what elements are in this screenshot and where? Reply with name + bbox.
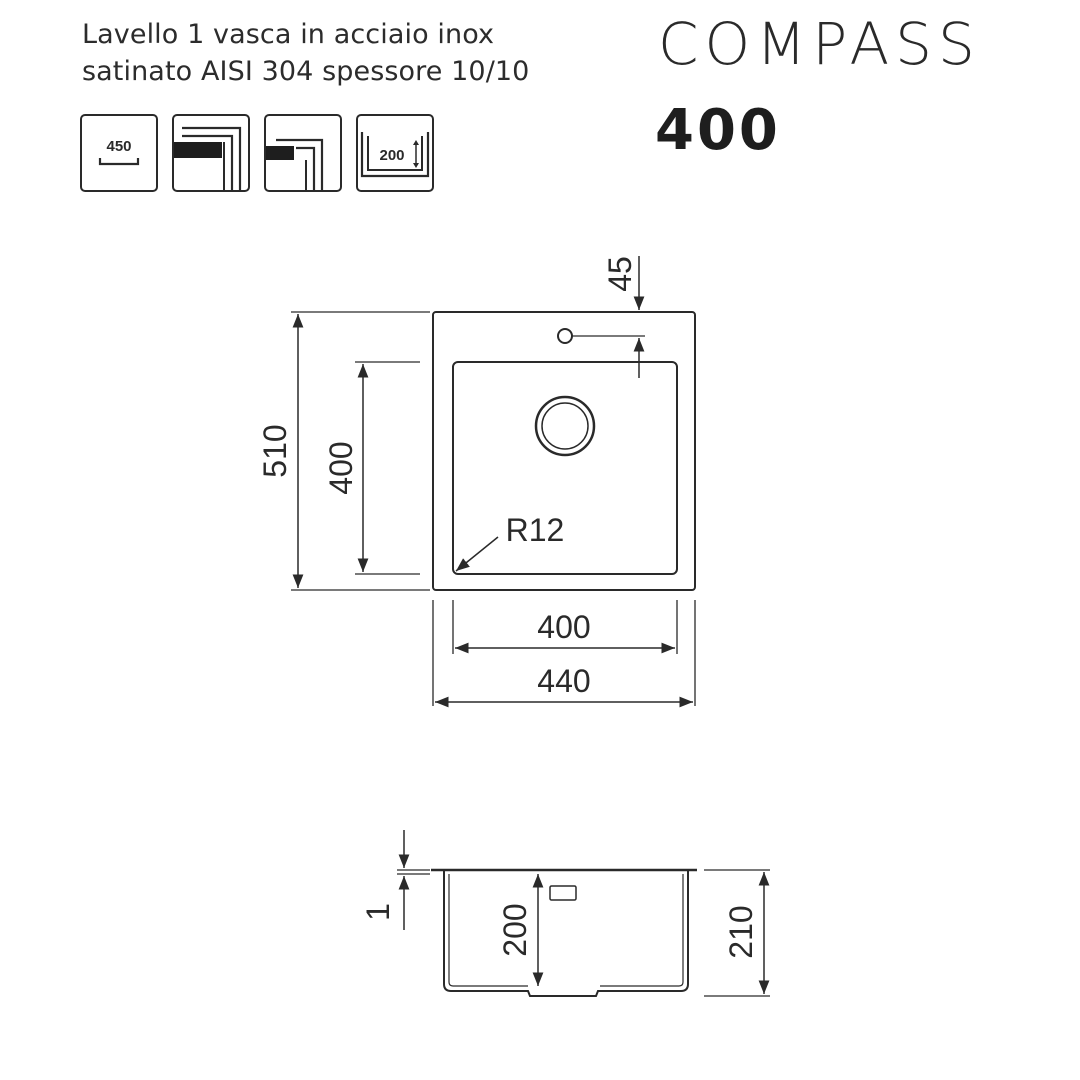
dim-label-400-horizontal: 400 xyxy=(537,609,590,645)
description-line-2: satinato AISI 304 spessore 10/10 xyxy=(82,56,530,87)
dim-label-210: 210 xyxy=(723,905,759,958)
top-view xyxy=(291,256,696,708)
bowl-section-inner xyxy=(448,874,528,987)
brand-name: COMPASS xyxy=(658,10,981,78)
bowl-depth-200-label: 200 xyxy=(379,147,404,164)
section-view-labels: 1 200 210 xyxy=(360,903,759,959)
flush-mount-icon xyxy=(172,114,250,192)
feature-icons: 450 200 xyxy=(80,114,434,192)
drain-inner xyxy=(541,402,589,450)
dim-line-r12 xyxy=(455,536,499,572)
dim-label-200: 200 xyxy=(497,903,533,956)
cabinet-450-label: 450 xyxy=(106,138,131,155)
overflow-slot xyxy=(549,885,577,901)
description-line-1: Lavello 1 vasca in acciaio inox xyxy=(82,19,495,50)
dim-label-1: 1 xyxy=(360,903,396,921)
dim-label-440: 440 xyxy=(537,663,590,699)
dim-label-510: 510 xyxy=(257,424,293,477)
bowl-depth-200-icon: 200 xyxy=(356,114,434,192)
tap-hole xyxy=(557,328,573,344)
cabinet-450-icon: 450 xyxy=(80,114,158,192)
model-number: 400 xyxy=(655,98,781,163)
product-description: Lavello 1 vasca in acciaio inox satinato… xyxy=(82,16,529,90)
top-view-labels: 510 400 45 R12 400 440 xyxy=(257,256,638,699)
semi-flush-mount-icon xyxy=(264,114,342,192)
bowl-section-outer xyxy=(443,870,689,997)
dim-label-45: 45 xyxy=(602,256,638,292)
drain-outer xyxy=(534,395,596,457)
sink-outline xyxy=(432,311,696,591)
dim-label-400-vertical: 400 xyxy=(323,441,359,494)
bowl-outline xyxy=(452,361,678,575)
section-view xyxy=(397,830,770,997)
dim-label-r12: R12 xyxy=(506,512,565,548)
